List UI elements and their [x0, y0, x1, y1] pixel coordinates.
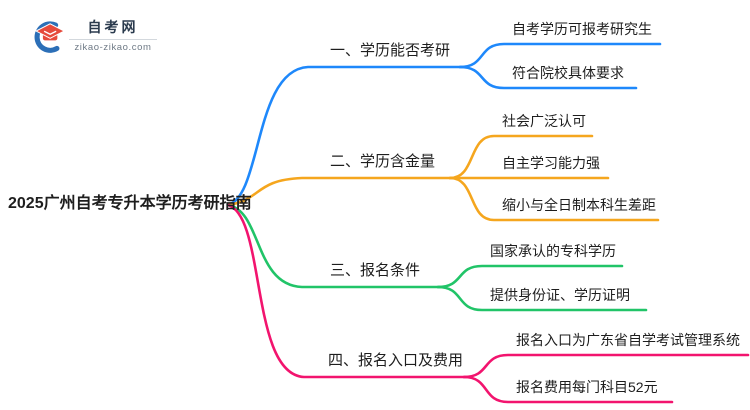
- branch2-child3: 缩小与全日制本科生差距: [502, 197, 656, 213]
- branch3-lines: [226, 203, 648, 312]
- branch2-connector: [226, 176, 454, 207]
- branch1-child2: 符合院校具体要求: [512, 65, 624, 81]
- logo-divider: [69, 39, 157, 40]
- branch3-child2: 提供身份证、学历证明: [490, 287, 630, 303]
- branch2-child3-connector: [448, 176, 660, 222]
- branch1-topic: 一、学历能否考研: [330, 42, 451, 59]
- logo-domain-url: zikao-zikao.com: [74, 42, 152, 53]
- branch2-lines: [226, 134, 660, 222]
- branch1-lines: [226, 42, 662, 207]
- branch4-child1: 报名入口为广东省自学考试管理系统: [516, 332, 740, 348]
- branch2-child1-connector: [448, 134, 594, 180]
- branch2-topic: 二、学历含金量: [330, 153, 436, 170]
- root-topic: 2025广州自考专升本学历考研指南: [8, 195, 252, 212]
- branch3-child1-connector: [436, 264, 624, 289]
- branch3-child2-connector: [436, 285, 648, 312]
- branch1-connector: [226, 65, 464, 207]
- branch1-child2-connector: [458, 65, 638, 90]
- branch1-child1-connector: [458, 42, 662, 69]
- branch2-child2: 自主学习能力强: [502, 155, 600, 171]
- branch1-child1: 自考学历可报考研究生: [512, 21, 652, 37]
- branch3-child1: 国家承认的专科学历: [490, 243, 616, 259]
- branch4-child2-connector: [462, 375, 674, 404]
- branch3-topic: 三、报名条件: [330, 262, 421, 279]
- graduation-cap-icon: [34, 21, 65, 53]
- branch4-lines: [226, 203, 750, 404]
- site-logo: 自考网 zikao-zikao.com: [31, 16, 161, 58]
- branch4-child1-connector: [462, 353, 750, 379]
- logo-title: 自考网: [87, 19, 139, 35]
- branch4-topic: 四、报名入口及费用: [328, 352, 464, 369]
- branch3-connector: [226, 203, 442, 289]
- branch4-child2: 报名费用每门科目52元: [516, 379, 658, 395]
- branch2-child1: 社会广泛认可: [502, 113, 586, 129]
- branch4-connector: [226, 203, 468, 379]
